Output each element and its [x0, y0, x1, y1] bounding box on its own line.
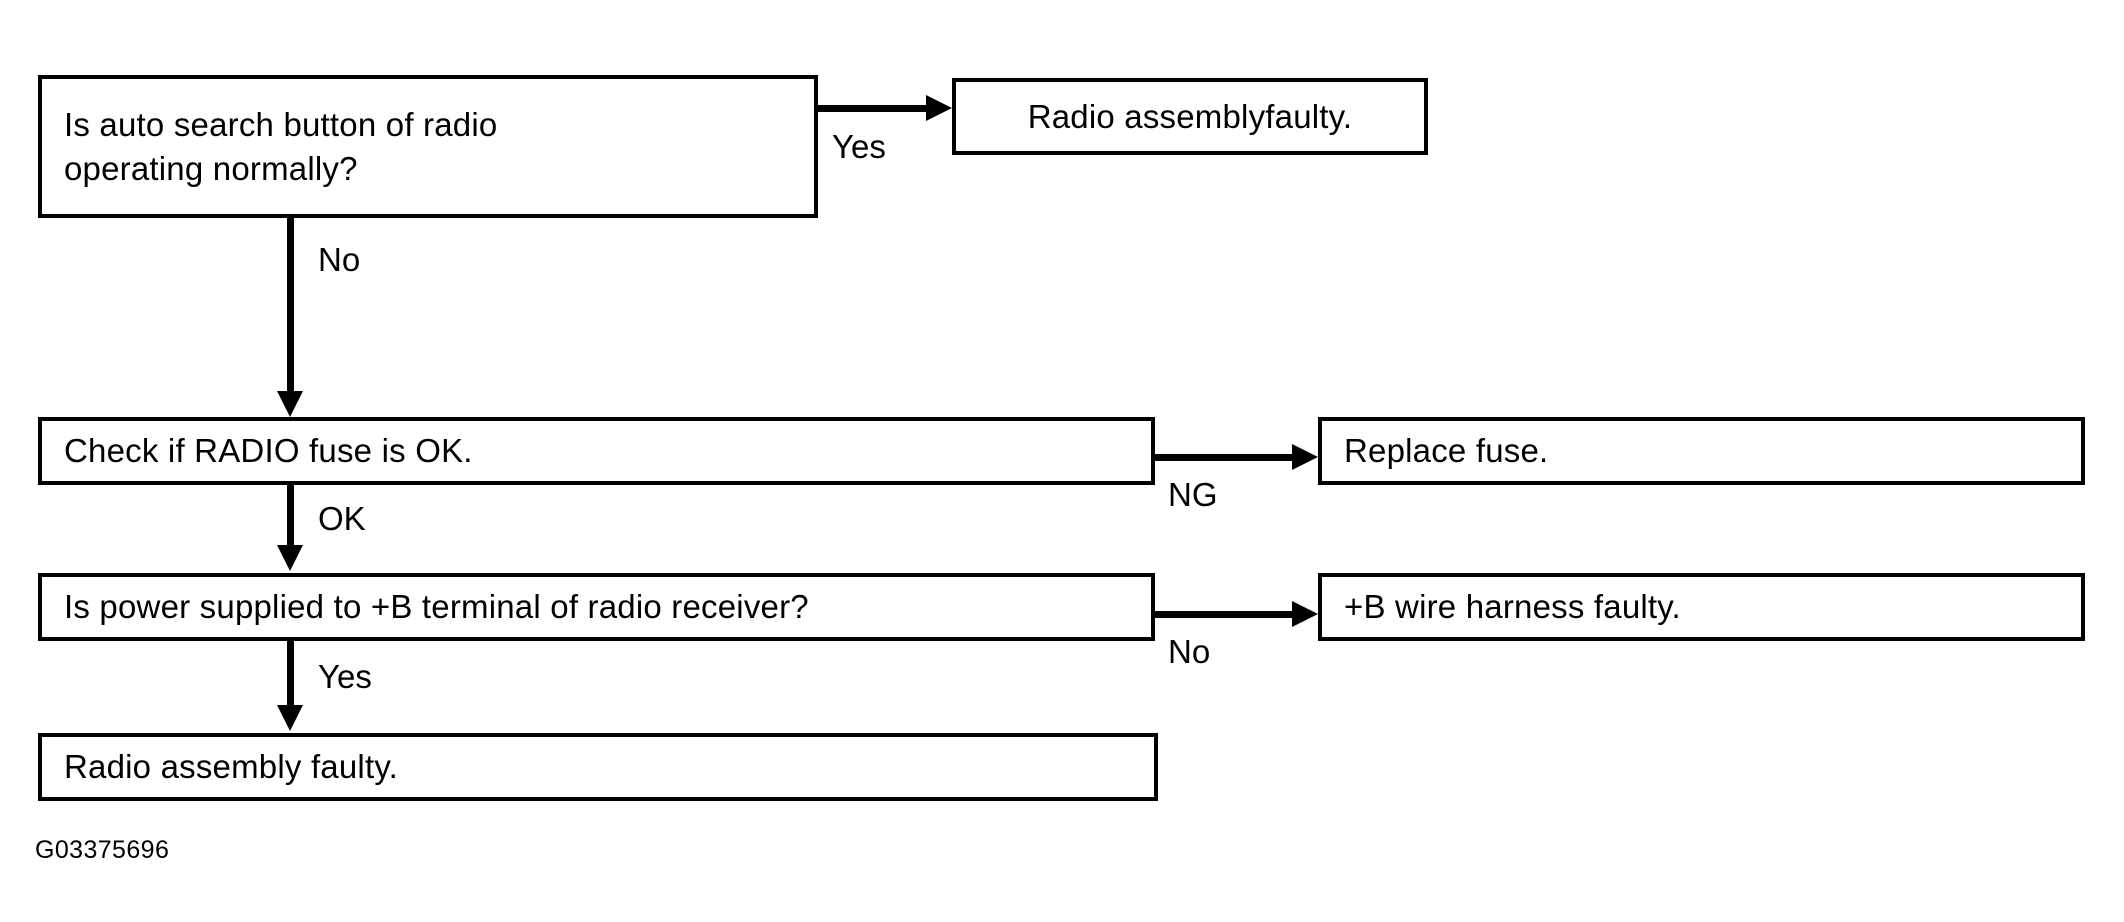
node-b-wire-harness-faulty-label: +B wire harness faulty. — [1344, 588, 1681, 626]
edge-yes-top-line — [818, 105, 930, 112]
figure-caption: G03375696 — [35, 836, 170, 864]
edge-label-no-top: No — [318, 241, 361, 278]
edge-label-yes-top: Yes — [832, 128, 886, 165]
edge-ng-line — [1155, 454, 1295, 461]
edge-yes-bottom-line — [287, 641, 294, 707]
node-radio-assembly-faulty-bottom: Radio assembly faulty. — [38, 733, 1158, 801]
node-check-radio-fuse: Check if RADIO fuse is OK. — [38, 417, 1155, 485]
edge-no-top-arrowhead — [277, 391, 303, 417]
edge-ok-line — [287, 485, 294, 547]
node-q-auto-search-label: Is auto search button of radio operating… — [64, 105, 498, 187]
node-q-power-b-terminal-label: Is power supplied to +B terminal of radi… — [64, 588, 809, 626]
edge-label-ng: NG — [1168, 476, 1218, 513]
edge-no-bottom-arrowhead — [1292, 601, 1318, 627]
edge-ok-arrowhead — [277, 545, 303, 571]
edge-label-yes-bottom: Yes — [318, 658, 372, 695]
node-b-wire-harness-faulty: +B wire harness faulty. — [1318, 573, 2085, 641]
node-replace-fuse-label: Replace fuse. — [1344, 432, 1549, 470]
edge-no-bottom-line — [1155, 611, 1295, 618]
edge-ng-arrowhead — [1292, 444, 1318, 470]
node-radio-assembly-faulty-bottom-label: Radio assembly faulty. — [64, 748, 398, 786]
edge-label-ok: OK — [318, 500, 366, 537]
edge-no-top-line — [287, 218, 294, 393]
node-check-radio-fuse-label: Check if RADIO fuse is OK. — [64, 432, 473, 470]
node-radio-assembly-faulty-top: Radio assemblyfaulty. — [952, 78, 1428, 155]
edge-yes-bottom-arrowhead — [277, 705, 303, 731]
node-replace-fuse: Replace fuse. — [1318, 417, 2085, 485]
node-radio-assembly-faulty-top-label: Radio assemblyfaulty. — [1027, 97, 1353, 135]
node-q-power-b-terminal: Is power supplied to +B terminal of radi… — [38, 573, 1155, 641]
edge-yes-top-arrowhead — [926, 95, 952, 121]
node-q-auto-search: Is auto search button of radio operating… — [38, 75, 818, 218]
edge-label-no-bottom: No — [1168, 633, 1211, 670]
